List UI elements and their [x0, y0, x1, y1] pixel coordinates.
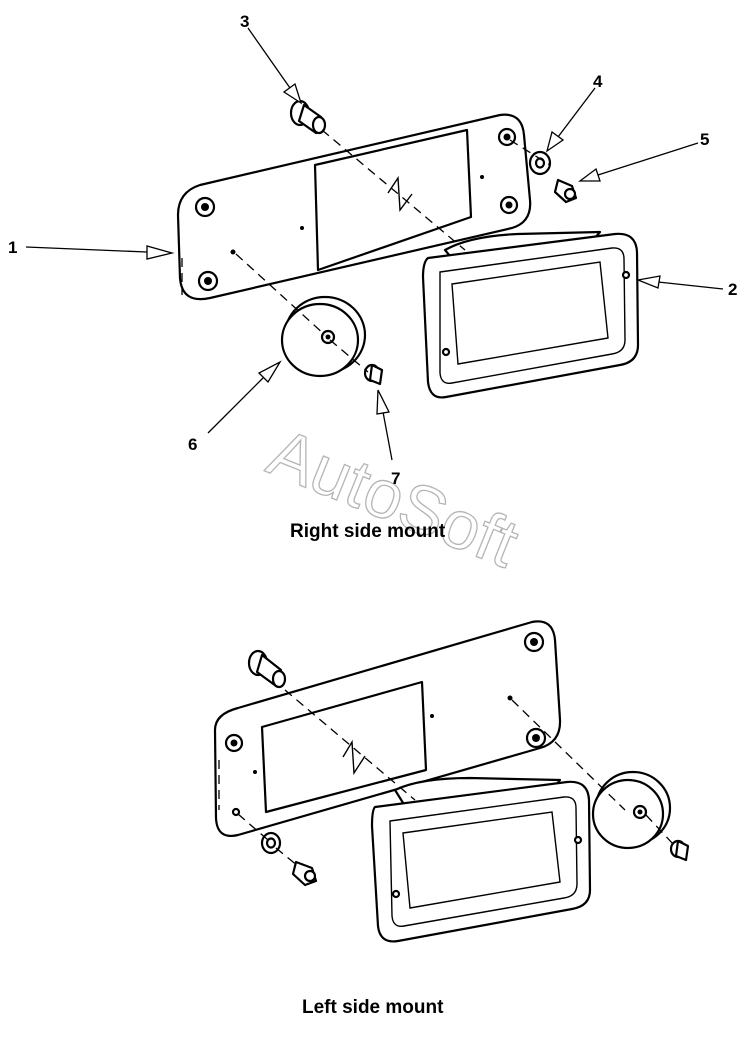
arrowhead [146, 245, 175, 260]
alignment-line [275, 847, 299, 867]
fog-lamp [370, 776, 592, 943]
callout-label: 3 [240, 12, 249, 31]
callout-label: 6 [188, 435, 197, 454]
leader-line [657, 281, 724, 290]
screw [363, 363, 384, 386]
arrowhead [545, 130, 565, 153]
callout-label: 1 [8, 238, 17, 257]
nut [291, 860, 318, 887]
screw [669, 839, 690, 862]
reflector [280, 295, 367, 378]
caption-left-side-mount: Left side mount [302, 997, 444, 1018]
leader-line [557, 87, 596, 138]
alignment-line [329, 339, 369, 373]
nut [553, 178, 578, 204]
arrowhead [257, 360, 282, 384]
bolt [289, 99, 327, 135]
arrowhead [376, 389, 390, 415]
alignment-line [235, 253, 326, 336]
leader-line [207, 377, 264, 434]
watermark: AutoSoft [258, 414, 528, 582]
callout-label: 5 [700, 130, 709, 149]
washer [260, 831, 282, 855]
alignment-line [645, 814, 675, 846]
callout-label: 4 [593, 72, 603, 91]
callout-label: 7 [391, 469, 400, 488]
leader-line [382, 411, 393, 461]
mounting-plate [213, 620, 562, 837]
mounting-plate [176, 113, 532, 301]
reflector [591, 770, 672, 850]
arrowhead [578, 167, 601, 182]
bolt [247, 649, 287, 689]
alignment-line [509, 139, 551, 166]
leader-line [597, 142, 699, 176]
arrowhead [282, 82, 303, 105]
alignment-line [321, 129, 466, 251]
alignment-line [511, 699, 626, 811]
arrowhead [635, 275, 661, 289]
alignment-line [284, 689, 416, 801]
right-side-mount-assembly: 1 2 3 4 5 6 7 Right side mount [8, 12, 737, 542]
alignment-line [237, 813, 269, 841]
left-side-mount-assembly: Left side mount [213, 620, 690, 1018]
callout-label: 2 [728, 280, 737, 299]
caption-right-side-mount: Right side mount [290, 521, 446, 542]
washer [528, 150, 552, 176]
fog-lamp [421, 230, 640, 399]
leader-line [25, 246, 148, 253]
leader-line [247, 27, 291, 89]
